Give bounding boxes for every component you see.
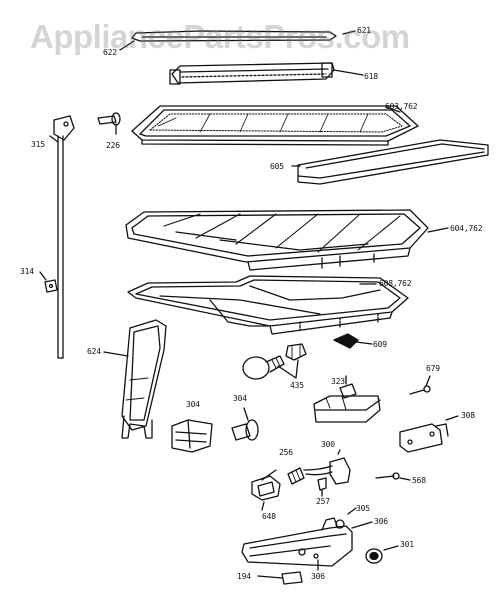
label-308: 308 <box>461 411 475 420</box>
part-256 <box>287 467 305 485</box>
label-306-lower: 306 <box>311 572 325 581</box>
shelf-part-603 <box>131 105 419 146</box>
label-435: 435 <box>290 381 304 390</box>
label-306-upper: 306 <box>374 517 388 526</box>
label-622: 622 <box>103 48 117 57</box>
label-305: 305 <box>356 504 370 513</box>
leader-621 <box>342 30 356 35</box>
leader-609 <box>355 341 373 345</box>
leader-604 <box>427 227 449 233</box>
label-256: 256 <box>279 448 293 457</box>
leader-603 <box>385 106 401 113</box>
leader-300 <box>337 449 341 455</box>
label-257: 257 <box>316 497 330 506</box>
clip-part-314 <box>44 279 58 293</box>
label-315: 315 <box>31 140 45 149</box>
leader-304b <box>243 407 249 421</box>
socket-part-435 <box>285 343 307 361</box>
label-603: 603,762 <box>385 102 418 111</box>
label-314: 314 <box>20 267 34 276</box>
bulb-part-435 <box>242 355 285 380</box>
leader-648 <box>261 501 265 511</box>
part-194 <box>281 571 303 585</box>
leader-622 <box>119 40 135 51</box>
cover-front-part-605 <box>297 139 489 185</box>
leader-308 <box>445 415 459 421</box>
shelf-cover-part-604 <box>125 209 429 271</box>
leader-568 <box>399 477 411 481</box>
screw-part-568 <box>375 472 400 480</box>
label-568: 568 <box>412 476 426 485</box>
leader-618 <box>333 69 364 76</box>
label-605: 605 <box>270 162 284 171</box>
label-609: 609 <box>373 340 387 349</box>
part-257 <box>317 477 327 491</box>
housing-part-624 <box>121 319 167 439</box>
pan-part-608 <box>127 275 409 335</box>
label-304-right: 304 <box>233 394 247 403</box>
box-part-323 <box>313 383 381 423</box>
label-648: 648 <box>262 512 276 521</box>
leader-679 <box>425 375 431 387</box>
watermark-text: AppliancePartsPros.com <box>30 18 410 55</box>
control-housing-part-305 <box>241 517 353 567</box>
label-300: 300 <box>321 440 335 449</box>
rod-part-315 <box>49 115 75 359</box>
screw-part-679 <box>409 385 431 395</box>
leader-306a <box>351 521 373 529</box>
pin-part-226 <box>97 112 121 135</box>
clip-part-609 <box>333 333 359 349</box>
label-679: 679 <box>426 364 440 373</box>
bracket-part-308 <box>399 423 449 453</box>
control-part-304a <box>171 419 213 453</box>
label-618: 618 <box>364 72 378 81</box>
leader-624 <box>103 351 129 357</box>
label-621: 621 <box>357 26 371 35</box>
label-194: 194 <box>237 572 251 581</box>
bar-part-618 <box>169 62 335 85</box>
leader-194 <box>257 575 283 579</box>
leader-301 <box>383 545 399 551</box>
thermostat-part-300 <box>303 457 351 485</box>
knob-part-648 <box>251 469 281 501</box>
knob-part-304b <box>231 419 259 441</box>
label-301: 301 <box>400 540 414 549</box>
label-604: 604,762 <box>450 224 483 233</box>
label-323: 323 <box>331 377 345 386</box>
label-624: 624 <box>87 347 101 356</box>
leader-314 <box>39 271 47 281</box>
hinge-cover-part-621 <box>131 30 337 42</box>
label-304-left: 304 <box>186 400 200 409</box>
label-608: 608,762 <box>379 279 412 288</box>
label-226: 226 <box>106 141 120 150</box>
leader-305 <box>347 507 357 515</box>
knob-part-301 <box>365 548 383 564</box>
leader-435 <box>277 359 299 379</box>
